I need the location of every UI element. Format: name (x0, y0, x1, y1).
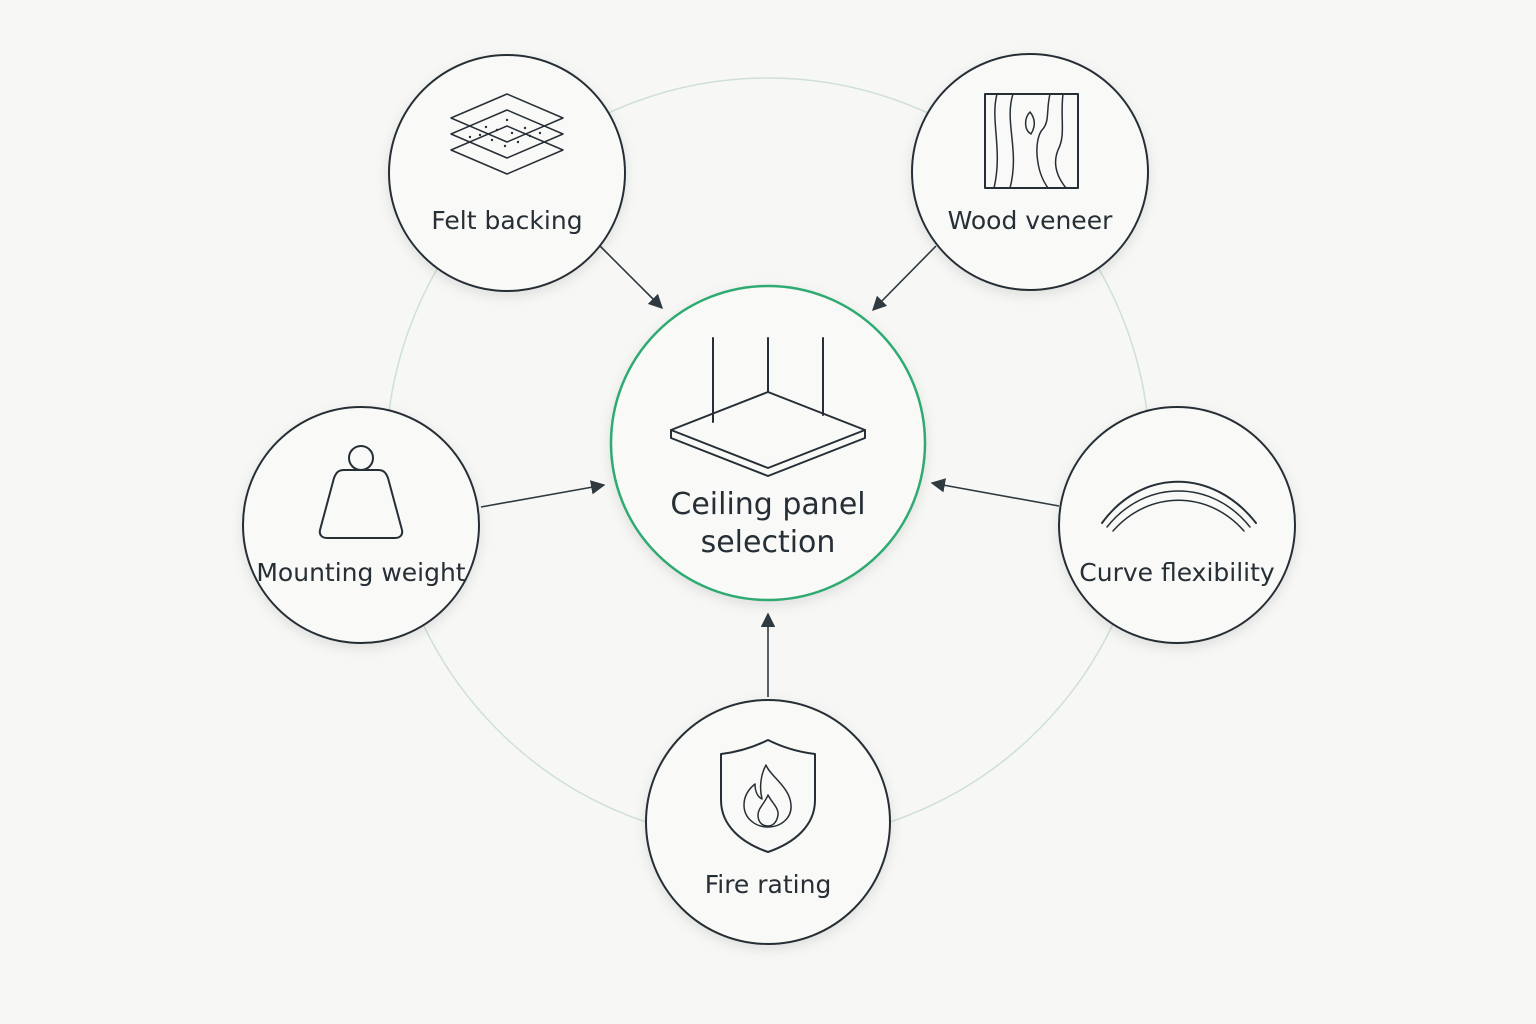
node-felt-backing[interactable]: Felt backing (388, 54, 626, 292)
hub-circle (609, 284, 927, 602)
node-label-wood: Wood veneer (948, 206, 1113, 235)
node-fire-rating[interactable]: Fire rating (645, 699, 891, 945)
node-mounting-weight[interactable]: Mounting weight (242, 406, 480, 644)
hub-node[interactable]: Ceiling panel selection (609, 284, 927, 602)
arrow-felt-to-hub (599, 245, 664, 310)
node-curve-flexibility[interactable]: Curve flexibility (1058, 406, 1296, 644)
node-circle (911, 53, 1149, 291)
fire-shield-icon (720, 739, 816, 853)
node-circle (645, 699, 891, 945)
node-wood-veneer[interactable]: Wood veneer (911, 53, 1149, 291)
node-label-fire: Fire rating (705, 870, 832, 899)
suspended-ceiling-panel-icon (670, 337, 866, 477)
arrow-curve-to-hub (930, 478, 1060, 507)
hub-label-line1: Ceiling panel (670, 487, 865, 522)
node-label-weight: Mounting weight (256, 558, 465, 587)
arrow-weight-to-hub (480, 480, 606, 508)
weight-icon (318, 445, 404, 539)
node-circle (1058, 406, 1296, 644)
hub-label-line2: selection (701, 525, 836, 560)
arrow-wood-to-hub (871, 245, 937, 312)
node-circle (242, 406, 480, 644)
layers-icon (450, 93, 564, 175)
curve-arcs-icon (1101, 480, 1257, 532)
node-label-felt: Felt backing (431, 206, 582, 235)
node-circle (388, 54, 626, 292)
node-label-curve: Curve flexibility (1079, 558, 1275, 587)
wood-grain-icon (984, 93, 1079, 189)
